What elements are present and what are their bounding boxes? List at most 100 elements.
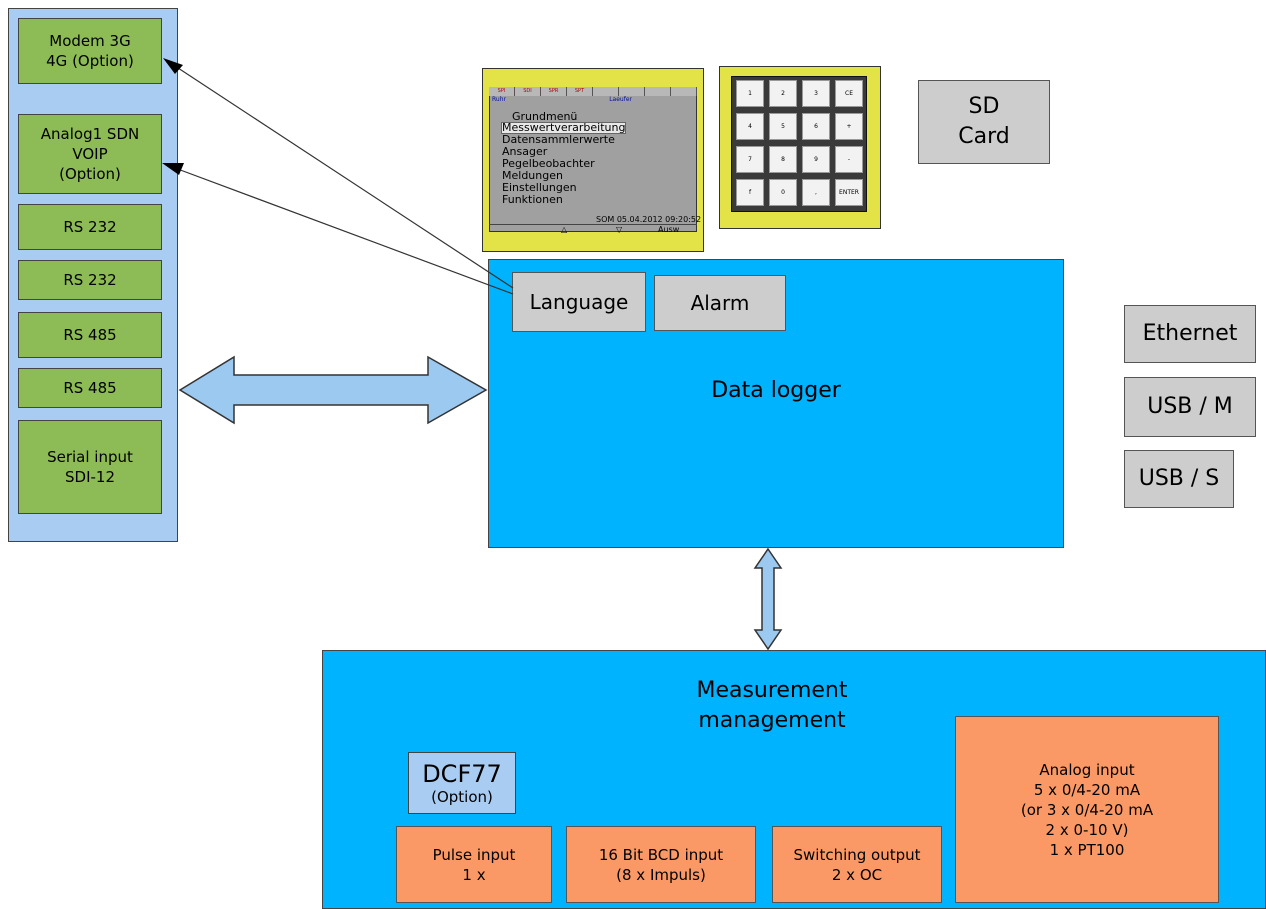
analog-sdn-line-2: VOIP xyxy=(72,145,108,163)
bcd-input-line-2: (8 x Impuls) xyxy=(616,865,706,884)
keypad-key: 0 xyxy=(769,179,797,206)
display-tab xyxy=(593,87,619,96)
display-tab xyxy=(619,87,645,96)
rs232-box-1: RS 232 xyxy=(18,204,162,250)
analog-input-line-4: 2 x 0-10 V) xyxy=(1045,820,1129,839)
bcd-input-line-1: 16 Bit BCD input xyxy=(598,845,724,864)
rs232-label-1: RS 232 xyxy=(63,218,117,236)
data-logger-title: Data logger xyxy=(711,378,841,403)
sd-card-line-1: SD xyxy=(968,94,1000,119)
sdi12-line-1: Serial input xyxy=(47,448,133,466)
analog-input-line-5: 1 x PT100 xyxy=(1049,840,1125,859)
display-tab: SDI xyxy=(515,87,541,96)
keypad-key: 1 xyxy=(736,80,764,107)
arrowhead-modem-icon xyxy=(163,58,183,74)
usb-m-box: USB / M xyxy=(1124,377,1256,437)
display-menu-item: Funktionen xyxy=(502,193,563,206)
bcd-input-box: 16 Bit BCD input (8 x Impuls) xyxy=(566,826,756,903)
keypad-key: 8 xyxy=(769,146,797,173)
keypad-key: 3 xyxy=(802,80,830,107)
double-arrow-interfaces-icon xyxy=(178,355,488,425)
modem-box: Modem 3G 4G (Option) xyxy=(18,18,162,84)
connector-line-modem xyxy=(174,65,514,289)
display-selection-highlight xyxy=(501,122,626,134)
language-box: Language xyxy=(512,272,646,332)
usb-s-label: USB / S xyxy=(1138,466,1220,491)
usb-m-label: USB / M xyxy=(1147,394,1233,419)
display-subheader: Ruhr Laeufer xyxy=(492,96,692,104)
analog-sdn-line-3: (Option) xyxy=(59,165,121,183)
keypad-key: ENTER xyxy=(835,179,863,206)
display-sub-left: Ruhr xyxy=(492,96,506,103)
keypad-key: + xyxy=(835,113,863,140)
pulse-input-box: Pulse input 1 x xyxy=(396,826,552,903)
analog-input-line-2: 5 x 0/4-20 mA xyxy=(1033,780,1141,799)
language-label: Language xyxy=(529,290,629,314)
rs485-box-1: RS 485 xyxy=(18,312,162,358)
modem-line-2: 4G (Option) xyxy=(46,52,134,70)
ethernet-box: Ethernet xyxy=(1124,305,1256,363)
switching-output-line-1: Switching output xyxy=(793,845,921,864)
analog-input-line-3: (or 3 x 0/4-20 mA xyxy=(1020,800,1154,819)
keypad-key: , xyxy=(802,179,830,206)
display-softkeys: △ ▽ Ausw xyxy=(489,224,697,234)
keypad-key: 9 xyxy=(802,146,830,173)
keypad-key: 6 xyxy=(802,113,830,140)
display-menu-item: Meldungen xyxy=(502,169,563,182)
sd-card-line-2: Card xyxy=(958,124,1010,149)
arrowhead-analog-icon xyxy=(162,163,184,175)
keypad-key: - xyxy=(835,146,863,173)
analog-input-line-1: Analog input xyxy=(1039,760,1135,779)
measurement-title-line-2: management xyxy=(698,708,846,733)
rs485-box-2: RS 485 xyxy=(18,368,162,408)
display-menu-item: Ansager xyxy=(502,145,548,158)
dcf77-box: DCF77 (Option) xyxy=(408,752,516,814)
rs485-label-2: RS 485 xyxy=(63,379,117,397)
sd-card-box: SD Card xyxy=(918,80,1050,164)
connector-line-analog xyxy=(174,167,514,295)
rs232-label-2: RS 232 xyxy=(63,271,117,289)
keypad-key: 5 xyxy=(769,113,797,140)
display-tabs: SPI SDI SPR SPT xyxy=(489,87,697,96)
measurement-title-line-1: Measurement xyxy=(696,678,848,703)
display-menu-item: Pegelbeobachter xyxy=(502,157,595,170)
dcf77-title: DCF77 xyxy=(422,760,502,788)
switching-output-line-2: 2 x OC xyxy=(831,865,883,884)
softkey-up: △ xyxy=(561,225,568,234)
analog-input-box: Analog input 5 x 0/4-20 mA (or 3 x 0/4-2… xyxy=(955,716,1219,903)
pulse-input-line-1: Pulse input xyxy=(432,845,516,864)
keypad-key: f xyxy=(736,179,764,206)
softkey-select: Ausw xyxy=(658,225,680,234)
switching-output-box: Switching output 2 x OC xyxy=(772,826,942,903)
keypad-key: 7 xyxy=(736,146,764,173)
display-sub-right: Laeufer xyxy=(609,96,632,103)
keypad-key: 2 xyxy=(769,80,797,107)
measurement-title: Measurement management xyxy=(622,672,922,740)
display-screen xyxy=(489,87,697,232)
pulse-input-line-2: 1 x xyxy=(462,865,486,884)
rs485-label-1: RS 485 xyxy=(63,326,117,344)
alarm-box: Alarm xyxy=(654,275,786,331)
rs232-box-2: RS 232 xyxy=(18,260,162,300)
ethernet-label: Ethernet xyxy=(1142,321,1238,346)
display-menu-item: Datensammlerwerte xyxy=(502,133,615,146)
keypad-key: CE xyxy=(835,80,863,107)
softkey-down: ▽ xyxy=(616,225,623,234)
modem-line-1: Modem 3G xyxy=(49,32,131,50)
display-tab xyxy=(671,87,697,96)
display-tab xyxy=(645,87,671,96)
display-tab: SPT xyxy=(567,87,593,96)
double-arrow-measurement-icon xyxy=(753,547,783,651)
usb-s-box: USB / S xyxy=(1124,450,1234,508)
display-menu-item: Einstellungen xyxy=(502,181,577,194)
sdi12-box: Serial input SDI-12 xyxy=(18,420,162,514)
analog-sdn-box: Analog1 SDN VOIP (Option) xyxy=(18,114,162,194)
keypad-key: 4 xyxy=(736,113,764,140)
sdi12-line-2: SDI-12 xyxy=(65,468,115,486)
display-status: SOM 05.04.2012 09:20:52 xyxy=(596,215,702,224)
display-tab: SPI xyxy=(489,87,515,96)
alarm-label: Alarm xyxy=(690,291,750,315)
display-tab: SPR xyxy=(541,87,567,96)
display-menu-item: Messwertverarbeitung xyxy=(502,121,626,134)
